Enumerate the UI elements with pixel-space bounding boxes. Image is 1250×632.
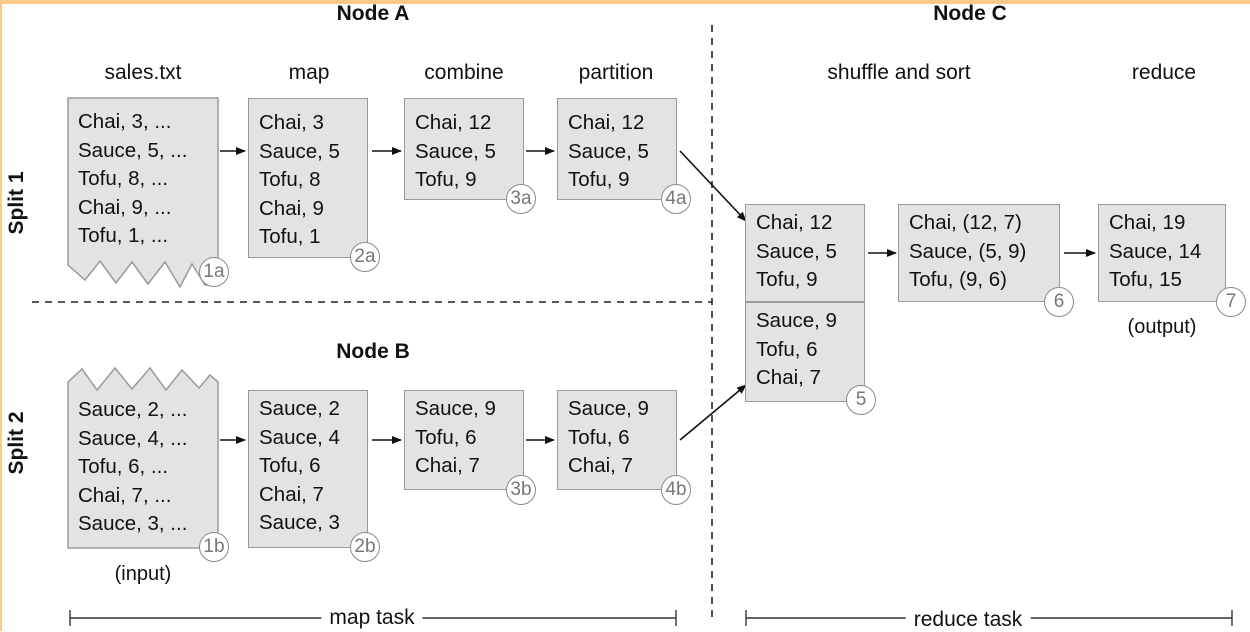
step-badge-3a: 3a — [506, 184, 536, 214]
column-label-map: map — [288, 61, 330, 84]
step-badge-3b: 3b — [506, 475, 536, 505]
column-label-combine: combine — [424, 61, 504, 84]
step-badge-1b: 1b — [199, 532, 229, 562]
record-line: Sauce, 5 — [259, 139, 340, 163]
record-line: Tofu, 6 — [259, 454, 321, 477]
record-line: Sauce, 5 — [756, 239, 837, 263]
record-line: Tofu, (9, 6) — [909, 268, 1007, 291]
map-task-label: map task — [321, 606, 423, 630]
record-line: Chai, 12 — [568, 111, 645, 134]
partition-output-split-1: Chai, 12 Sauce, 5 Tofu, 9 — [557, 98, 677, 200]
column-label-partition: partition — [578, 61, 654, 84]
input-split-2: Sauce, 2, ... Sauce, 4, ... Tofu, 6, ...… — [68, 370, 218, 548]
step-badge-6: 6 — [1044, 287, 1074, 317]
record-line: Chai, 7, ... — [78, 483, 172, 507]
record-line: Chai, 7 — [259, 482, 324, 506]
record-line: Chai, 3 — [259, 111, 324, 134]
split-2-label: Split 2 — [5, 411, 28, 475]
record-line: Sauce, 9 — [415, 397, 496, 420]
record-line: Tofu, 6 — [415, 425, 477, 449]
record-line: Chai, 9, ... — [78, 195, 172, 219]
step-badge-4a: 4a — [661, 184, 691, 214]
record-line: Sauce, 4 — [259, 425, 340, 449]
record-line: Sauce, 5 — [415, 139, 496, 163]
heading-node-b: Node B — [336, 340, 410, 363]
record-line: Chai, 19 — [1109, 211, 1186, 234]
record-line: Sauce, 5 — [568, 139, 649, 163]
record-line: Chai, 7 — [568, 454, 633, 477]
record-line: Sauce, 3, ... — [78, 512, 188, 535]
record-line: Sauce, 2 — [259, 397, 340, 420]
record-line: Tofu, 6, ... — [78, 455, 169, 478]
record-line: Tofu, 1, ... — [78, 224, 169, 247]
step-badge-4b: 4b — [661, 475, 691, 505]
reduce-task-label: reduce task — [905, 608, 1031, 632]
record-line: Sauce, 3 — [259, 511, 340, 534]
combine-output-split-1: Chai, 12 Sauce, 5 Tofu, 9 — [404, 98, 524, 200]
heading-node-a: Node A — [336, 2, 410, 25]
shuffle-input-from-split-1: Chai, 12 Sauce, 5 Tofu, 9 — [745, 204, 865, 302]
record-line: Tofu, 9 — [568, 168, 630, 191]
step-badge-5: 5 — [846, 385, 876, 415]
input-caption: (input) — [114, 563, 172, 585]
partition-output-split-2: Sauce, 9 Tofu, 6 Chai, 7 — [557, 390, 677, 490]
heading-node-c: Node C — [933, 2, 1007, 25]
column-label-sales: sales.txt — [104, 61, 182, 84]
grouped-values: Chai, (12, 7) Sauce, (5, 9) Tofu, (9, 6) — [898, 204, 1060, 302]
record-line: Chai, 7 — [756, 366, 821, 389]
map-output-split-2: Sauce, 2 Sauce, 4 Tofu, 6 Chai, 7 Sauce,… — [248, 390, 368, 548]
split-1-label: Split 1 — [5, 171, 28, 235]
record-line: Tofu, 8 — [259, 168, 321, 191]
record-line: Tofu, 9 — [756, 268, 818, 291]
record-line: Sauce, 4, ... — [78, 426, 188, 450]
record-line: Chai, (12, 7) — [909, 211, 1022, 234]
record-line: Tofu, 6 — [568, 425, 630, 449]
input-split-1: Chai, 3, ... Sauce, 5, ... Tofu, 8, ... … — [68, 98, 218, 288]
record-line: Sauce, 9 — [756, 309, 837, 332]
reduce-output: Chai, 19 Sauce, 14 Tofu, 15 — [1098, 204, 1226, 302]
record-line: Tofu, 1 — [259, 225, 321, 248]
output-caption: (output) — [1127, 316, 1197, 338]
step-badge-7: 7 — [1216, 287, 1246, 317]
step-badge-2a: 2a — [350, 242, 380, 272]
record-line: Chai, 7 — [415, 454, 480, 477]
record-line: Tofu, 15 — [1109, 268, 1182, 291]
record-line: Sauce, 9 — [568, 397, 649, 420]
column-label-reduce: reduce — [1131, 61, 1197, 84]
record-line: Tofu, 9 — [415, 168, 477, 191]
record-line: Chai, 9 — [259, 196, 324, 220]
record-line: Tofu, 8, ... — [78, 167, 169, 190]
record-line: Sauce, 14 — [1109, 239, 1202, 263]
record-line: Chai, 3, ... — [78, 110, 172, 133]
torn-sheet-1b — [67, 366, 219, 549]
record-line: Sauce, 5, ... — [78, 138, 188, 162]
step-badge-2b: 2b — [350, 532, 380, 562]
arrow-4a-5 — [679, 150, 747, 222]
map-output-split-1: Chai, 3 Sauce, 5 Tofu, 8 Chai, 9 Tofu, 1 — [248, 98, 368, 258]
record-line: Sauce, 2, ... — [78, 398, 188, 421]
shuffle-input-from-split-2: Sauce, 9 Tofu, 6 Chai, 7 — [745, 302, 865, 402]
record-line: Sauce, (5, 9) — [909, 239, 1027, 263]
record-line: Chai, 12 — [415, 111, 492, 134]
step-badge-1a: 1a — [199, 257, 229, 287]
record-line: Chai, 12 — [756, 211, 833, 234]
column-label-shuffle: shuffle and sort — [827, 61, 971, 84]
combine-output-split-2: Sauce, 9 Tofu, 6 Chai, 7 — [404, 390, 524, 490]
record-line: Tofu, 6 — [756, 337, 818, 361]
arrow-4b-5 — [679, 384, 747, 441]
